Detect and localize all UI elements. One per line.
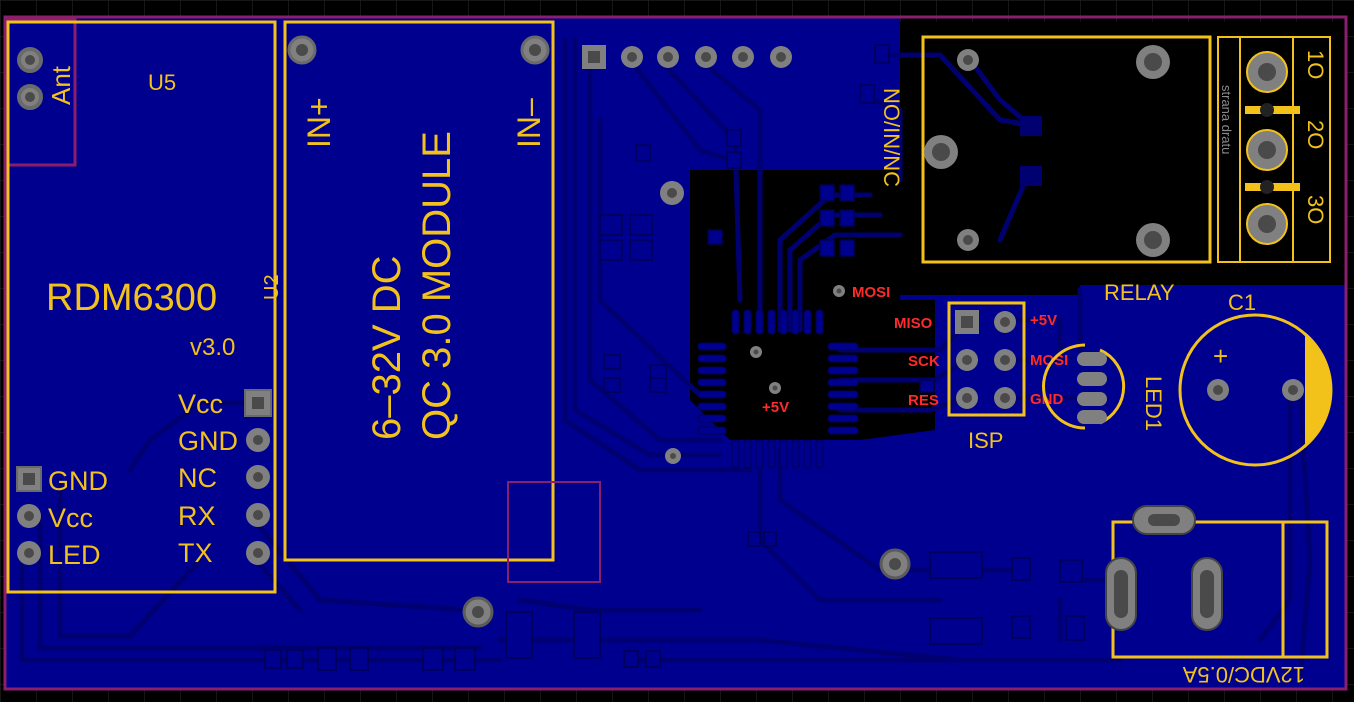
u2-pin-tx: TX xyxy=(178,538,213,568)
isp-label: ISP xyxy=(968,428,1003,453)
isp-outline xyxy=(947,301,1026,417)
c1-plus: + xyxy=(1213,341,1228,371)
u2-pin-header xyxy=(244,389,272,565)
terminal-pin-2: 2O xyxy=(1303,120,1328,149)
isp-pin-res: RES xyxy=(908,392,939,409)
led1 xyxy=(1042,343,1126,430)
terminal-pin-3: 3O xyxy=(1303,195,1328,224)
u2-outline xyxy=(6,20,277,594)
traces xyxy=(19,37,1313,683)
terminal-pin-1: 1O xyxy=(1303,50,1328,79)
mcu-ic xyxy=(697,309,859,469)
relay-outline xyxy=(921,35,1212,264)
u2-pin-rx: RX xyxy=(178,501,216,531)
power-module-outline xyxy=(283,20,555,562)
u5-antenna-pads xyxy=(17,47,43,110)
c1-designator: C1 xyxy=(1228,290,1256,315)
relay-contacts: NO/IN/NC xyxy=(879,88,904,187)
u2-pin-vcc: Vcc xyxy=(178,389,223,419)
mcu-mosi-label: MOSI xyxy=(852,284,890,301)
u5-antenna-box xyxy=(3,18,77,167)
power-module-line2: QC 3.0 MODULE xyxy=(415,131,459,440)
u5-pin-vcc: Vcc xyxy=(48,503,93,533)
mcu-5v-label: +5V xyxy=(762,399,789,416)
u5-pin-gnd: GND xyxy=(48,466,108,496)
u5-designator: U5 xyxy=(148,70,176,95)
isp-pin-miso: MISO xyxy=(894,315,933,332)
isp-pin-sck: SCK xyxy=(908,353,940,370)
in-minus-label: IN– xyxy=(511,98,547,148)
board-outline xyxy=(3,15,1348,691)
isp-pins xyxy=(955,310,1016,409)
in-plus-label: IN+ xyxy=(301,97,337,148)
dc-jack-rating: 12VDC/0.5A xyxy=(1182,662,1305,687)
u2-designator: U2 xyxy=(261,274,283,300)
u2-pin-nc: NC xyxy=(178,463,217,493)
u5-pin-header xyxy=(16,466,42,565)
u2-pin-gnd: GND xyxy=(178,426,238,456)
smd-pads xyxy=(264,44,1085,671)
keepout-relay xyxy=(900,22,1345,295)
terminal-caption: strana dratu xyxy=(1219,85,1234,154)
u2-name: RDM6300 xyxy=(46,277,217,319)
relay-label: RELAY xyxy=(1104,280,1175,305)
isp-pin-5v: +5V xyxy=(1030,312,1057,329)
relay-pads xyxy=(924,45,1170,257)
c1-capacitor xyxy=(1178,313,1333,467)
top-header xyxy=(582,45,792,69)
terminal-pads xyxy=(1245,51,1300,245)
dc-jack xyxy=(1105,505,1329,659)
u2-version: v3.0 xyxy=(190,334,235,361)
ant-label: Ant xyxy=(46,65,76,105)
smd-box xyxy=(507,481,601,583)
vias xyxy=(462,181,911,628)
u5-pin-led: LED xyxy=(48,540,101,570)
power-module-pads xyxy=(287,35,550,65)
led1-designator: LED1 xyxy=(1141,376,1166,431)
terminal-outline xyxy=(1217,36,1331,263)
power-module-line1: 6–32V DC xyxy=(365,255,409,440)
